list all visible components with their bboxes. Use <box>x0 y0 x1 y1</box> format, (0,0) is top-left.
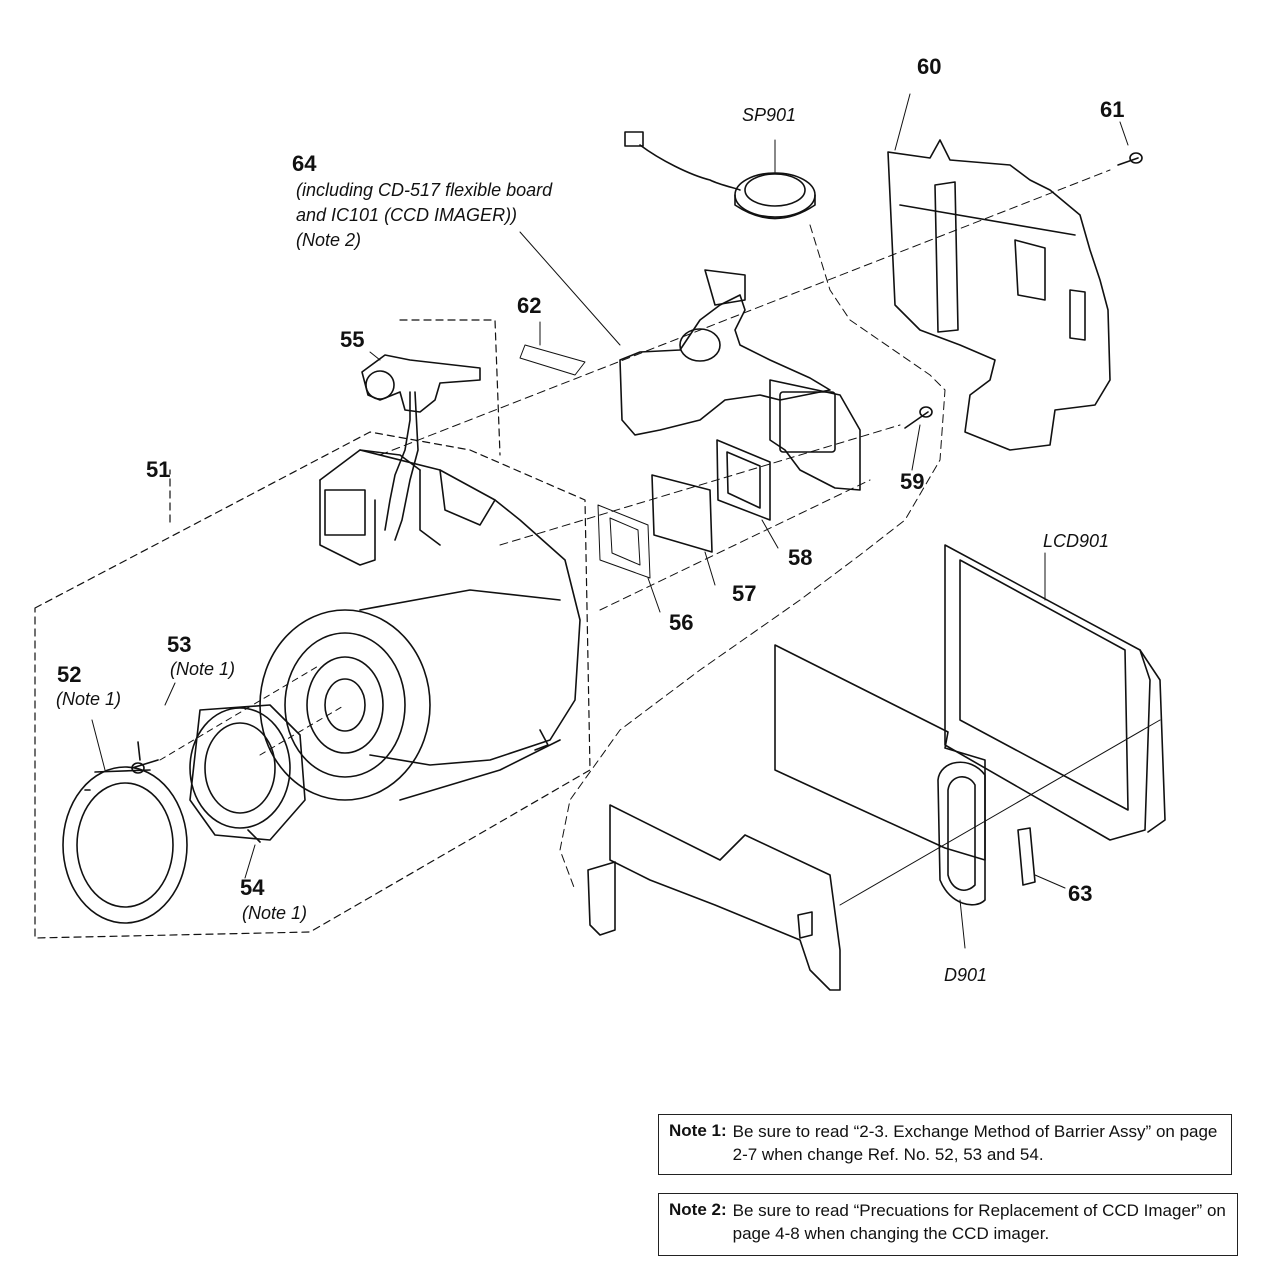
ccd-board <box>619 269 861 491</box>
filter-56 <box>597 504 651 579</box>
note-2-text: Be sure to read “Precuations for Replace… <box>732 1201 1226 1243</box>
frame-60 <box>887 139 1111 451</box>
label-62: 62 <box>517 293 542 318</box>
sheet-62 <box>519 344 586 376</box>
note-1-text: Be sure to read “2-3. Exchange Method of… <box>732 1122 1218 1164</box>
label-61: 61 <box>1100 97 1125 122</box>
screw-59 <box>904 406 933 429</box>
label-51: 51 <box>146 457 171 482</box>
speaker <box>624 131 816 220</box>
label-63: 63 <box>1068 881 1093 906</box>
lens-block <box>259 449 581 801</box>
label-64: 64 <box>292 151 317 176</box>
note-2-box: Note 2: Be sure to read “Precuations for… <box>658 1193 1238 1256</box>
note-2-key: Note 2: <box>669 1200 727 1219</box>
diffuser-sheet <box>774 644 986 861</box>
screw-53 <box>131 741 159 774</box>
ring-plate <box>189 704 306 843</box>
label-64-note: (Note 2) <box>296 230 362 250</box>
note-1-box: Note 1: Be sure to read “2-3. Exchange M… <box>658 1114 1232 1175</box>
label-52-note: (Note 1) <box>56 689 122 709</box>
label-57: 57 <box>732 581 757 606</box>
label-lcd901: LCD901 <box>1043 531 1110 551</box>
label-54: 54 <box>240 875 265 900</box>
label-52: 52 <box>57 662 82 687</box>
label-59: 59 <box>900 469 925 494</box>
filter-58 <box>716 439 771 521</box>
label-53: 53 <box>167 632 192 657</box>
label-54-note: (Note 1) <box>242 903 308 923</box>
alignment-lines <box>159 664 346 761</box>
long-alignment-lines <box>379 169 1111 891</box>
label-60: 60 <box>917 54 942 79</box>
lens-group-outline <box>34 319 591 939</box>
label-64-desc-1: (including CD-517 flexible board <box>296 180 553 200</box>
note-1-key: Note 1: <box>669 1121 727 1140</box>
label-56: 56 <box>669 610 694 635</box>
bracket-55 <box>361 354 481 541</box>
backlight-d901 <box>937 761 986 906</box>
part-63 <box>1017 827 1036 886</box>
lcd-panel <box>944 544 1166 841</box>
label-53-note: (Note 1) <box>170 659 236 679</box>
filter-57 <box>651 474 713 553</box>
flex-board <box>587 804 841 991</box>
label-sp901: SP901 <box>742 105 797 125</box>
leader-lines <box>91 93 1161 949</box>
label-d901: D901 <box>944 965 988 985</box>
barrier-ring <box>62 766 188 924</box>
label-58: 58 <box>788 545 813 570</box>
label-64-desc-2: and IC101 (CCD IMAGER)) <box>296 205 518 225</box>
label-55: 55 <box>340 327 365 352</box>
screw-61 <box>1117 152 1143 166</box>
